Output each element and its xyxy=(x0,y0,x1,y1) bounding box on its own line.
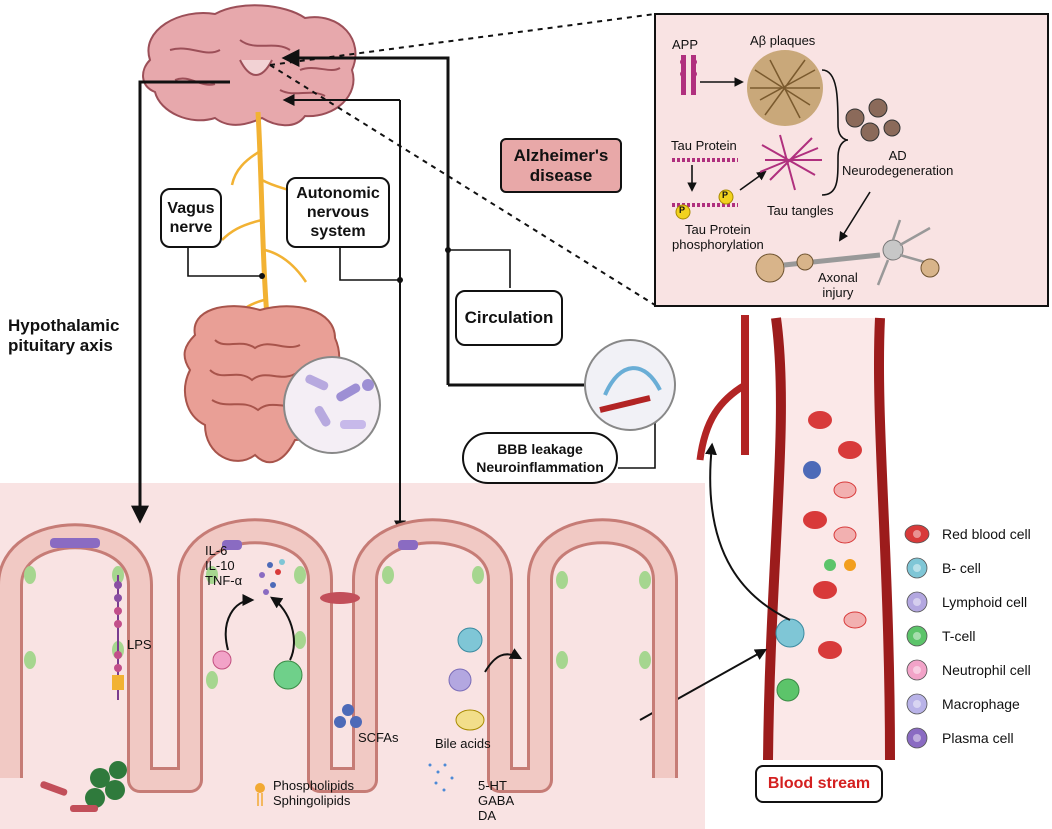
t-cell-icon xyxy=(906,625,928,647)
bbb-connector xyxy=(618,420,656,469)
neurotransmitters-label: 5-HT GABA DA xyxy=(478,778,515,823)
legend-item: Macrophage xyxy=(902,692,1020,716)
phospho-label-2: P xyxy=(722,190,729,200)
neurotransmitters-icon xyxy=(428,763,454,792)
axonal-injury-label: Axonal injury xyxy=(818,270,858,300)
ans-connector xyxy=(339,248,400,281)
app-label: APP xyxy=(672,37,699,52)
blood-to-bbb-arrow xyxy=(705,442,791,621)
hpa-axis-label: Hypothalamic pituitary axis xyxy=(8,316,120,355)
alzheimers-disease-box: Alzheimer's disease xyxy=(500,138,622,193)
legend-item: B- cell xyxy=(902,556,981,580)
autonomic-nervous-system-box: Autonomic nervous system xyxy=(286,177,390,248)
legend-label: Plasma cell xyxy=(942,730,1014,746)
tau-protein-label: Tau Protein xyxy=(671,138,737,153)
amyloid-plaques-icon xyxy=(747,50,823,126)
axon-neuron-icon xyxy=(755,219,940,286)
lymphoid-cell-icon xyxy=(906,591,928,613)
legend-item: Red blood cell xyxy=(902,522,1031,546)
neutrophil-in-gut xyxy=(212,650,232,670)
phospho-label-1: P xyxy=(679,205,686,215)
bile-acids-label: Bile acids xyxy=(435,736,491,751)
t-cell-in-gut xyxy=(273,660,303,690)
b-cell-in-blood xyxy=(775,618,805,648)
brain-icon xyxy=(142,4,357,127)
amyloid-plaques-label: Aβ plaques xyxy=(750,33,816,48)
bbb-leakage-box: BBB leakage Neuroinflammation xyxy=(462,432,618,484)
legend-label: T-cell xyxy=(942,628,976,644)
vagus-nerve-label: Vagus nerve xyxy=(167,200,215,236)
circulation-connector xyxy=(448,249,511,288)
cytokines-icon xyxy=(259,559,285,595)
legend-label: Lymphoid cell xyxy=(942,594,1028,610)
cytokines-label: IL-6 IL-10 TNF-α xyxy=(205,543,243,588)
legend-item: Plasma cell xyxy=(902,726,1014,750)
app-receptor-icon xyxy=(680,55,697,95)
lipids-label: Phospholipids Sphingolipids xyxy=(273,778,354,808)
bbb-magnifier-icon xyxy=(584,339,676,431)
lps-label: LPS xyxy=(127,637,152,652)
microbiota-cluster-icon xyxy=(40,761,127,812)
circulation-label: Circulation xyxy=(464,308,554,327)
neurodegeneration-label: AD Neurodegeneration xyxy=(842,148,954,178)
blood-vessel-icon xyxy=(763,317,895,761)
intestinal-villi-icon xyxy=(0,518,678,793)
b-cell-icon xyxy=(906,557,928,579)
bacterium-icon xyxy=(320,592,360,604)
blood-stream-box: Blood stream xyxy=(755,765,883,803)
red-blood-cell-icon xyxy=(904,524,930,544)
circulation-to-brain-arrow xyxy=(281,49,450,385)
tau-tangles-icon xyxy=(759,134,822,191)
plasma-cell-icon xyxy=(906,727,928,749)
microbiota-magnifier-icon xyxy=(283,356,381,454)
neutrophil-cell-icon xyxy=(906,659,928,681)
legend-label: Red blood cell xyxy=(942,526,1031,542)
autonomic-nervous-system-label: Autonomic nervous system xyxy=(296,185,380,240)
tau-phosphorylation-label: Tau Protein phosphorylation xyxy=(672,222,764,252)
hpa-axis-arrow xyxy=(131,80,230,524)
zoom-line-top xyxy=(269,13,656,66)
bile-acids-icon xyxy=(455,709,485,731)
legend-label: B- cell xyxy=(942,560,981,576)
neurodegeneration-icon xyxy=(845,98,901,142)
lps-icon xyxy=(112,575,124,700)
tau-tangles-label: Tau tangles xyxy=(767,203,834,218)
legend-item: Neutrophil cell xyxy=(902,658,1031,682)
vagus-nerve-box: Vagus nerve xyxy=(160,188,222,248)
legend-item: T-cell xyxy=(902,624,975,648)
legend-item: Lymphoid cell xyxy=(902,590,1027,614)
legend-label: Neutrophil cell xyxy=(942,662,1031,678)
bbb-leakage-label: BBB leakage Neuroinflammation xyxy=(476,441,604,475)
macrophage-icon xyxy=(906,693,928,715)
legend-label: Macrophage xyxy=(942,696,1020,712)
circulation-box: Circulation xyxy=(455,290,563,346)
scfas-label: SCFAs xyxy=(358,730,399,745)
vagus-connector xyxy=(187,248,262,277)
blood-stream-label: Blood stream xyxy=(767,775,871,792)
alzheimers-disease-label: Alzheimer's disease xyxy=(513,145,609,185)
